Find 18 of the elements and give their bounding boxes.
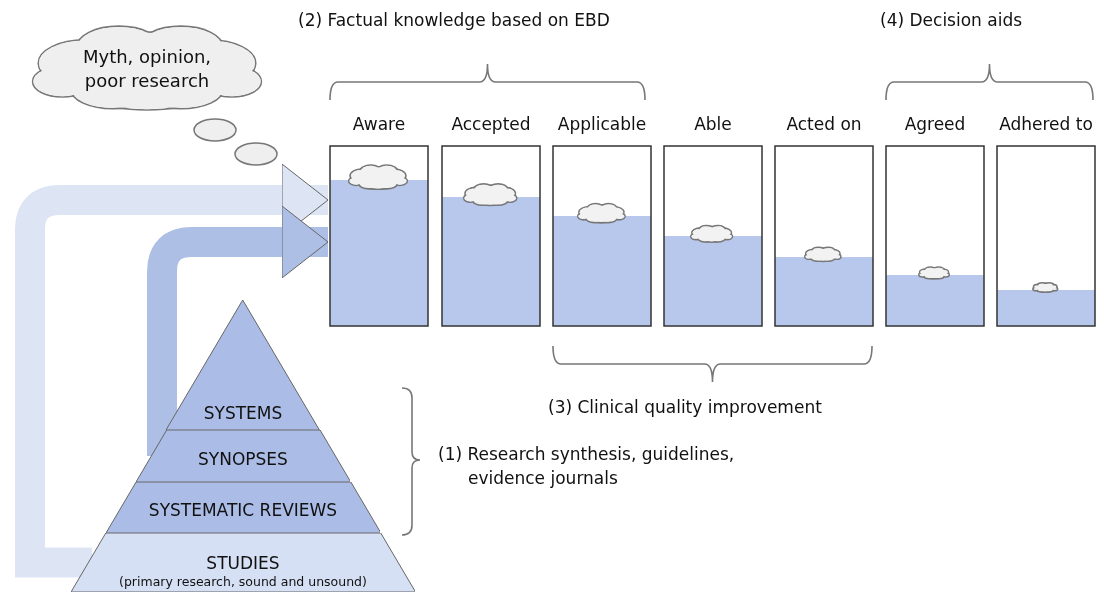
layer-label: STUDIES [206, 552, 280, 574]
cloud-text: Myth, opinion, poor research [81, 45, 213, 93]
bracket-label: (2) Factual knowledge based on EBD [298, 10, 610, 30]
stage-heading: Applicable [556, 114, 648, 134]
stage-heading: Agreed [903, 114, 967, 134]
stage-heading: Able [693, 114, 733, 134]
layer-label: SYSTEMS [203, 402, 283, 424]
bracket-label: (4) Decision aids [880, 10, 1023, 30]
layer-label: SYSTEMATIC REVIEWS [148, 499, 338, 521]
stage-heading: Accepted [450, 114, 532, 134]
bracket-label: (3) Clinical quality improvement [548, 397, 822, 417]
curved-arrow [15, 163, 329, 578]
layer-label: SYNOPSES [198, 448, 288, 470]
stage-heading: Aware [351, 114, 407, 134]
bracket-label: (1) Research synthesis, guidelines, evidence journals [438, 443, 736, 490]
stage-heading: Acted on [785, 114, 863, 134]
layer-note: (primary research, sound and unsound) [119, 574, 367, 590]
stage-heading: Adhered to [998, 114, 1094, 134]
